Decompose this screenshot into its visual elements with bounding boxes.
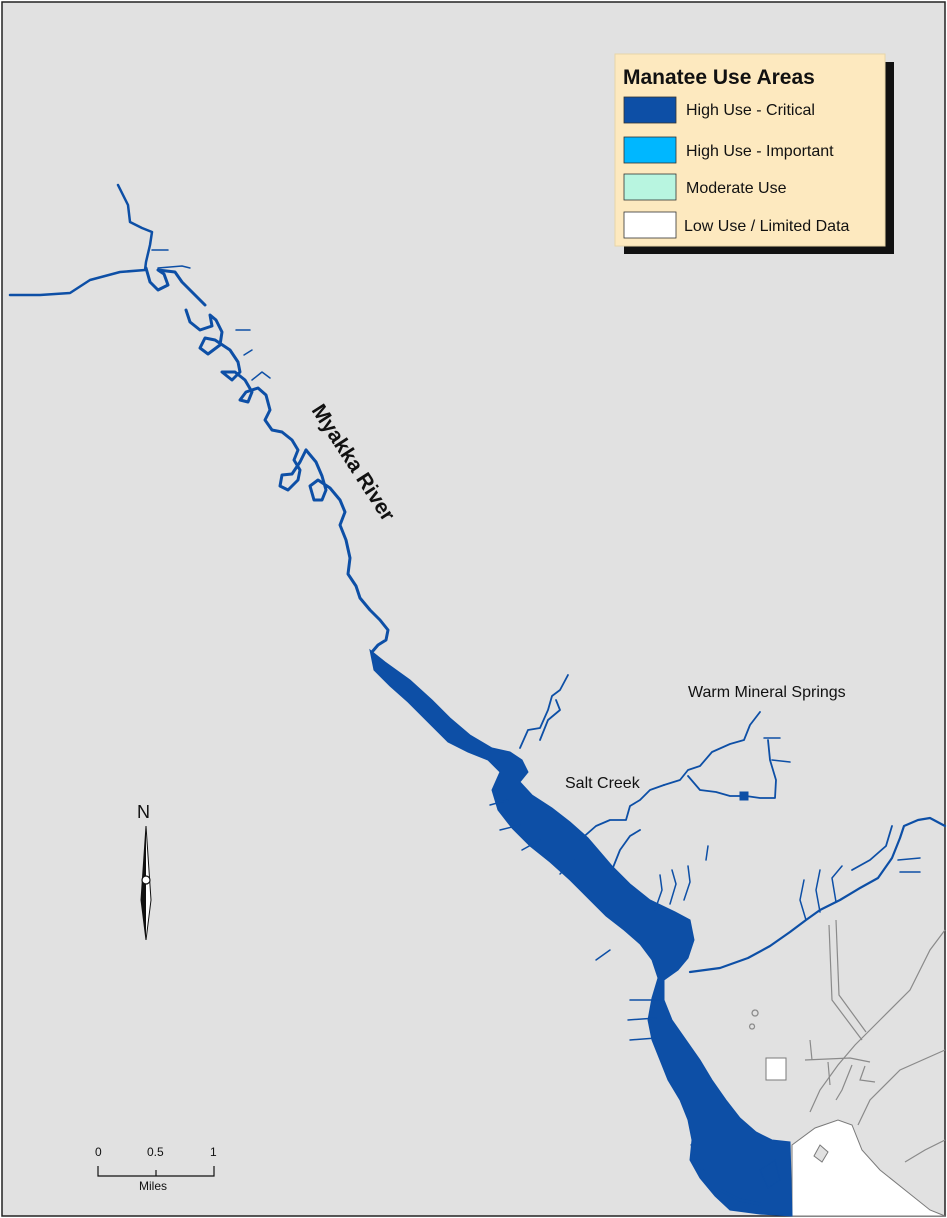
legend: Manatee Use Areas High Use - Critical Hi…	[614, 53, 894, 254]
north-arrow: N	[137, 802, 152, 941]
legend-label-moderate: Moderate Use	[686, 180, 787, 197]
coastal-land	[765, 1057, 946, 1217]
scale-tick-2: 1	[210, 1145, 217, 1159]
scale-tick-0: 0	[95, 1145, 102, 1159]
north-label: N	[137, 802, 150, 822]
scale-unit: Miles	[139, 1179, 167, 1193]
compass-icon	[141, 875, 151, 885]
myakka-river-lower	[369, 648, 793, 1217]
tributaries	[489, 674, 947, 1041]
legend-swatch-critical	[623, 96, 677, 124]
legend-swatch-important	[623, 136, 677, 164]
legend-swatch-moderate	[623, 173, 677, 201]
myakka-river-upper	[8, 183, 390, 654]
legend-label-low: Low Use / Limited Data	[684, 218, 850, 235]
roads	[748, 919, 946, 1163]
scale-tick-1: 0.5	[147, 1145, 164, 1159]
legend-label-critical: High Use - Critical	[686, 102, 815, 119]
springs-label: Warm Mineral Springs	[688, 684, 846, 701]
creek-label: Salt Creek	[565, 775, 641, 792]
legend-swatch-low	[623, 211, 677, 239]
legend-title: Manatee Use Areas	[623, 66, 815, 89]
legend-label-important: High Use - Important	[686, 143, 834, 160]
scale-bar: 0 0.5 1 Miles	[95, 1145, 217, 1193]
